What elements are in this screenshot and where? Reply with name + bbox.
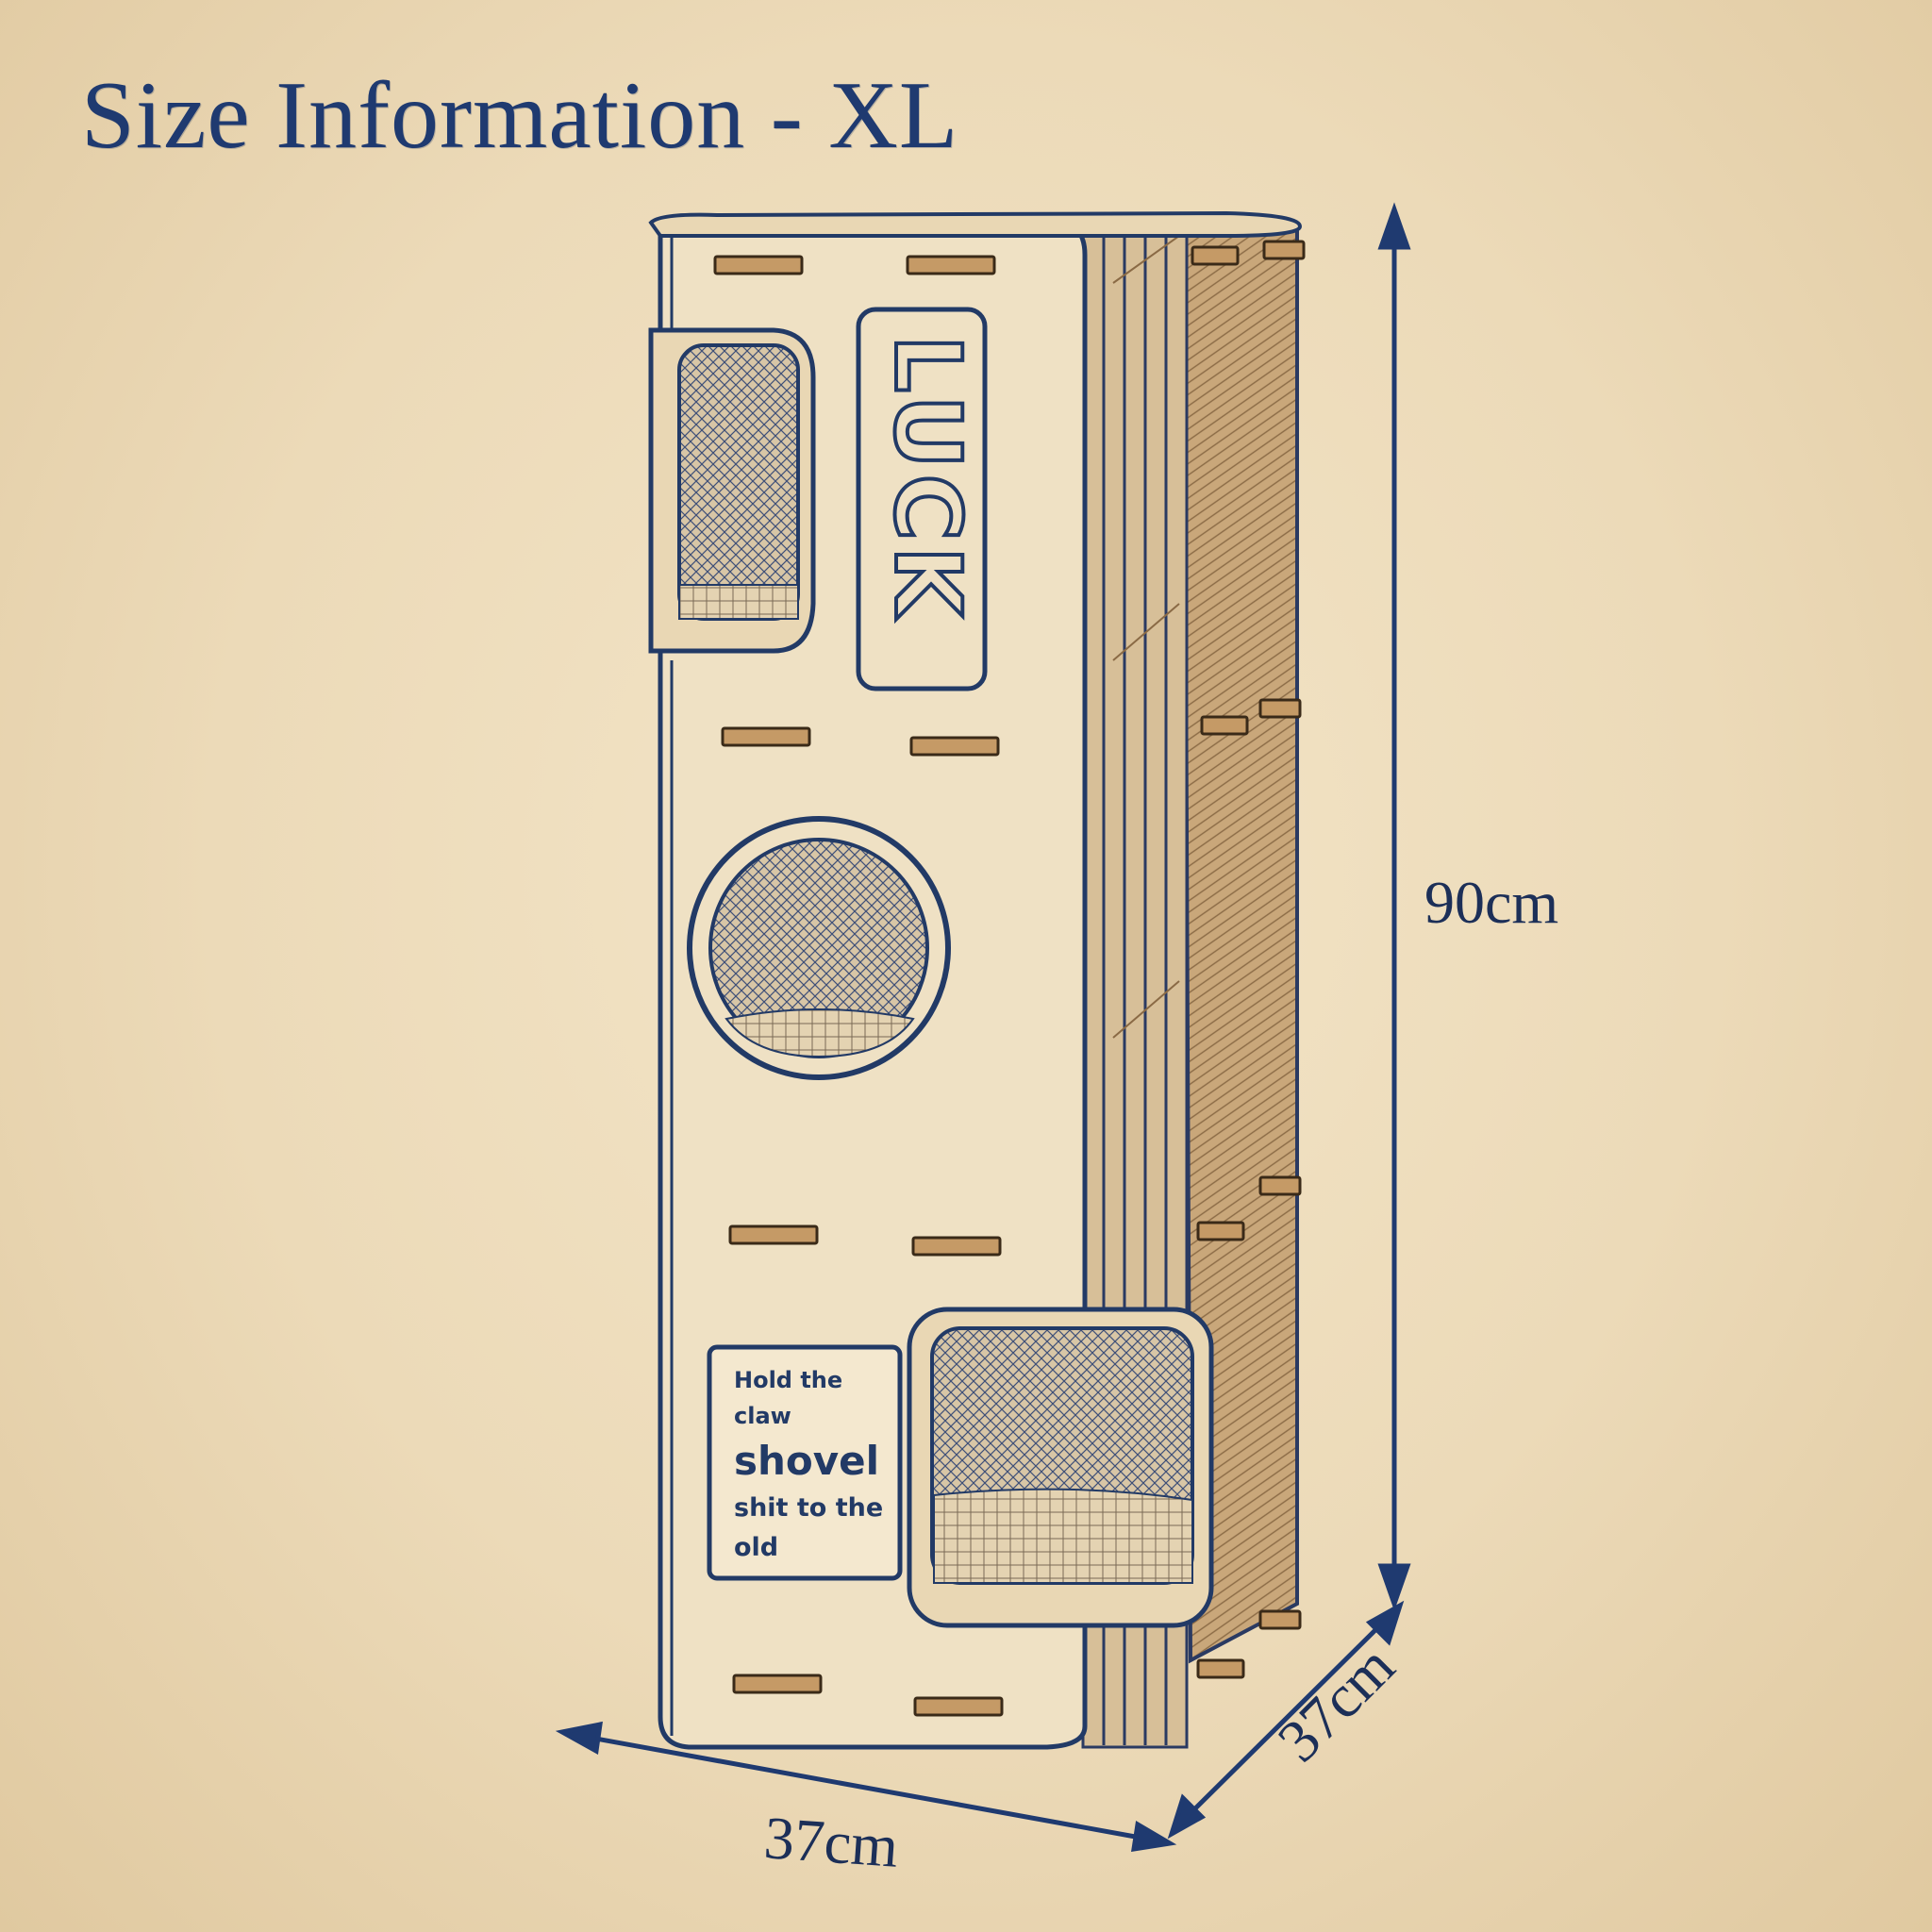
peg (909, 736, 1000, 757)
depth-arrow-head-bottom (1167, 1793, 1207, 1840)
round-opening-floor (724, 1008, 915, 1058)
sign-line-4: old (734, 1533, 779, 1562)
peg (1191, 245, 1240, 266)
sign-line-1: Hold the claw (734, 1367, 843, 1429)
sign-line-2: shovel (734, 1438, 880, 1484)
peg (721, 726, 811, 747)
peg (911, 1236, 1002, 1257)
depth-arrow-line (1183, 1617, 1389, 1821)
peg (728, 1224, 819, 1245)
peg (1200, 715, 1249, 736)
peg (913, 1696, 1004, 1717)
top-rim (648, 210, 1303, 238)
width-arrow-head-left (555, 1721, 603, 1755)
sign-frame (707, 1344, 903, 1581)
peg (713, 255, 804, 275)
height-arrow-head-top (1377, 202, 1411, 250)
upper-opening-floor (678, 584, 799, 620)
peg (1258, 1609, 1302, 1630)
pegs (713, 240, 1306, 1717)
dimension-arrows (555, 202, 1411, 1853)
sign-text: Hold the claw shovel shit to the old (709, 1347, 900, 1578)
luck-panel-text: LUCK (874, 335, 980, 623)
width-label: 37cm (761, 1804, 901, 1880)
hatch-lines (1112, 235, 1180, 1416)
peg (1262, 240, 1306, 260)
width-arrow-line (579, 1733, 1152, 1842)
width-arrow-head-right (1131, 1820, 1177, 1853)
peg (1258, 698, 1302, 719)
height-arrow-head-bottom (1377, 1563, 1411, 1611)
depth-arrow-head-top (1365, 1600, 1405, 1646)
page-title: Size Information - XL (81, 62, 959, 169)
upper-opening-mesh (677, 343, 800, 621)
peg (1258, 1175, 1302, 1196)
height-label: 90cm (1424, 869, 1559, 936)
peg (1196, 1658, 1245, 1679)
peg (1196, 1221, 1245, 1241)
peg (732, 1674, 823, 1694)
luck-panel (856, 307, 988, 691)
sign-line-3: shit to the (734, 1493, 884, 1523)
lower-opening-floor (933, 1488, 1193, 1584)
peg (906, 255, 996, 275)
edge-lines (1102, 226, 1168, 1745)
